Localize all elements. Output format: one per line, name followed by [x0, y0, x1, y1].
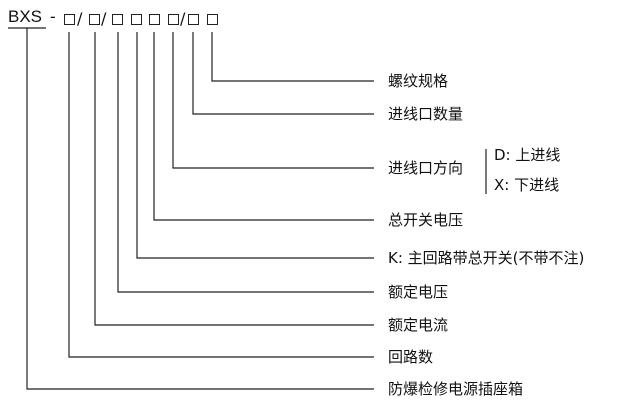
leader-rated-voltage — [117, 32, 374, 293]
code-slot-rated-current — [89, 14, 100, 25]
label-inlet-direction: 进线口方向 — [388, 159, 464, 177]
label-circuit-count: 回路数 — [388, 348, 434, 366]
code-slash-1: / — [77, 9, 83, 28]
label-direction-up: D: 上进线 — [494, 146, 561, 164]
label-main-switch-voltage: 总开关电压 — [388, 211, 464, 229]
label-rated-current: 额定电流 — [388, 316, 449, 334]
leader-circuit-count — [68, 32, 374, 358]
label-rated-voltage: 额定电压 — [388, 283, 449, 301]
code-prefix: BXS — [8, 7, 43, 26]
code-slot-switch-voltage — [149, 14, 160, 25]
leader-rated-current — [94, 32, 374, 326]
label-thread-spec: 螺纹规格 — [388, 72, 449, 90]
label-direction-down: X: 下进线 — [494, 176, 560, 194]
code-slot-rated-voltage — [112, 14, 123, 25]
label-product-name: 防爆检修电源插座箱 — [388, 380, 524, 398]
leader-main-switch-option — [136, 32, 374, 259]
leader-inlet-count — [192, 32, 374, 115]
label-inlet-count: 进线口数量 — [388, 105, 464, 123]
code-slot-thread-spec — [207, 14, 218, 25]
code-slot-inlet-count — [188, 14, 199, 25]
code-slot-inlet-direction — [168, 14, 179, 25]
label-main-switch-option: K: 主回路带总开关(不带不注) — [388, 249, 585, 267]
leader-thread-spec — [211, 32, 374, 82]
leader-main-switch-voltage — [153, 32, 374, 221]
code-slot-circuit-count — [64, 14, 75, 25]
leader-product-name — [26, 28, 374, 390]
code-slash-2: / — [101, 9, 107, 28]
leader-inlet-direction — [172, 32, 374, 169]
code-dash: - — [50, 7, 56, 26]
code-slot-main-switch — [131, 14, 142, 25]
code-slash-3: / — [180, 9, 186, 28]
